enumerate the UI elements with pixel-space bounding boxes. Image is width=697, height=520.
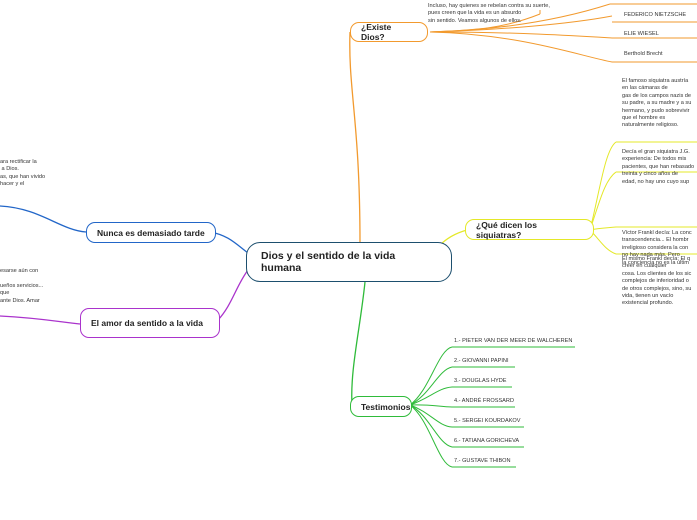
psiquiatras-note-3: Víctor Frankl decía: La conc transcenden… <box>622 230 692 266</box>
link-amor <box>217 269 249 321</box>
nunca-note: ara rectificar la a Dios. as, que han vi… <box>0 159 46 188</box>
testimonio-5[interactable]: 5.- SERGEI KOURDAKOV <box>454 418 521 424</box>
testimonio-3[interactable]: 3.- DOUGLAS HYDE <box>454 378 507 384</box>
branch-amor-label: El amor da sentido a la vida <box>91 318 203 328</box>
branch-testimonios[interactable]: Testimonios <box>350 396 412 417</box>
psiquiatras-note-2: Decía el gran siquiatra J.G. experiencia… <box>622 149 695 185</box>
existe-leaf-nietzsche[interactable]: FEDERICO NIETZSCHE <box>624 12 687 18</box>
amor-note: esarse aún con ueños servicios... que an… <box>0 268 44 304</box>
central-topic-label: Dios y el sentido de la vida humana <box>261 250 396 274</box>
branch-nunca-tarde[interactable]: Nunca es demasiado tarde <box>86 222 216 243</box>
existe-leaf-wiesel[interactable]: ELIE WIESEL <box>624 31 659 37</box>
branch-existe-label: ¿Existe Dios? <box>361 22 392 42</box>
branch-testimonios-label: Testimonios <box>361 401 411 412</box>
testimonio-4[interactable]: 4.- ANDRÉ FROSSARD <box>454 398 514 404</box>
existe-note: Incluso, hay quienes se rebelan contra s… <box>428 3 550 24</box>
testimonio-7[interactable]: 7.- GUSTAVE THIBON <box>454 458 511 464</box>
branch-nunca-label: Nunca es demasiado tarde <box>97 227 205 238</box>
link-existe <box>349 31 361 245</box>
existe-leaf-brecht[interactable]: Berthold Brecht <box>624 51 663 57</box>
branch-amor-sentido[interactable]: El amor da sentido a la vida <box>80 308 220 338</box>
branch-existe-dios[interactable]: ¿Existe Dios? <box>350 22 428 42</box>
testimonio-1[interactable]: 1.- PIETER VAN DER MEER DE WALCHEREN <box>454 338 573 344</box>
psiquiatras-note-4: El mismo Frankl decía: El q creer en cua… <box>622 256 692 307</box>
branch-psiquiatras[interactable]: ¿Qué dicen los siquiatras? <box>465 219 594 240</box>
testimonio-6[interactable]: 6.- TATIANA GORICHEVA <box>454 438 520 444</box>
psiquiatras-note-1: El famoso siquiatra austría en las cámar… <box>622 78 692 129</box>
link-testimonios <box>351 281 366 406</box>
central-topic[interactable]: Dios y el sentido de la vida humana <box>246 242 452 282</box>
testimonio-2[interactable]: 2.- GIOVANNI PAPINI <box>454 358 509 364</box>
branch-psiquiatras-label: ¿Qué dicen los siquiatras? <box>476 219 537 240</box>
